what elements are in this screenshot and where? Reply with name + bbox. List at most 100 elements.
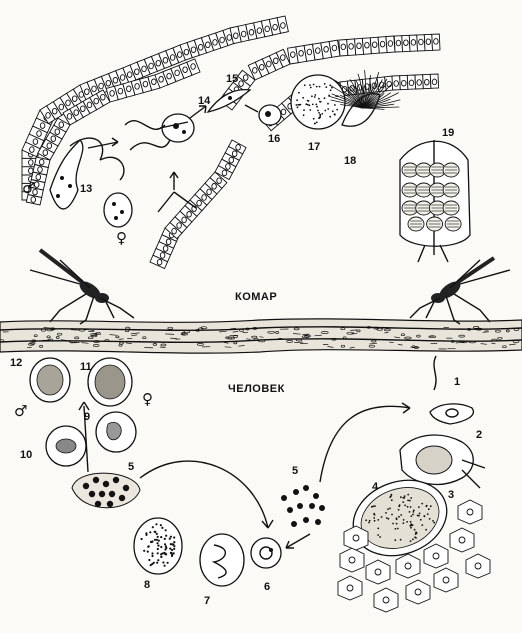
schizont-nucleus (153, 538, 157, 541)
skin-cell (119, 341, 124, 345)
cell-nucleus (225, 163, 231, 170)
skin-cell (55, 336, 60, 339)
sporoblast-dot (302, 96, 305, 99)
stage-number-15: 15 (226, 73, 238, 85)
cell-nucleus (340, 43, 347, 51)
liver-merozoite (373, 517, 376, 519)
skin-cell (93, 340, 100, 343)
sporozoite (349, 79, 363, 109)
cell-nucleus (176, 51, 183, 58)
skin-cell (92, 344, 100, 347)
sporozoite (361, 70, 366, 109)
skin-fibre (170, 337, 178, 339)
hepatocyte-nucleus (458, 536, 466, 544)
cell-nucleus (58, 121, 65, 128)
skin-cell (251, 335, 258, 339)
cell-nucleus (183, 48, 190, 56)
stage-6-ring-form (250, 537, 282, 569)
cell-nucleus (424, 78, 430, 86)
cell-nucleus (159, 252, 166, 259)
cell-nucleus (238, 80, 244, 87)
skin-cell (87, 336, 94, 340)
cell-nucleus (212, 39, 218, 46)
cell-nucleus (93, 97, 99, 105)
schizont-nucleus (151, 562, 154, 566)
hepatocyte-nucleus (346, 584, 354, 592)
liver-merozoite (409, 506, 412, 508)
cell-nucleus (148, 62, 154, 70)
schizont-nucleus (143, 549, 146, 552)
schizont-nucleus (160, 536, 163, 539)
skin-fibre (165, 333, 175, 335)
cell-nucleus (240, 30, 247, 38)
skin-fibre (460, 340, 465, 342)
epithelial-cell (406, 74, 417, 90)
liver-merozoite (398, 505, 401, 508)
liver-merozoite (404, 504, 406, 507)
liver-merozoite (409, 520, 412, 523)
skin-fibre (65, 340, 72, 342)
stage-number-18: 18 (344, 155, 356, 167)
cell-nucleus (248, 29, 255, 36)
cell-nucleus (171, 227, 177, 235)
skin-cell (31, 339, 37, 343)
liver-merozoite (398, 515, 400, 518)
sporozoite-rays (328, 70, 401, 110)
sporoblast-dot (306, 103, 309, 106)
merozoite (108, 490, 116, 498)
skin-cell (384, 328, 391, 332)
epithelial-cell (276, 15, 289, 34)
cell-nucleus (235, 144, 241, 151)
schizont-nucleus (165, 553, 168, 556)
cell-nucleus (30, 196, 37, 203)
liver-merozoite (374, 505, 376, 507)
skin-cell (301, 335, 310, 339)
cell-nucleus (65, 99, 71, 107)
stage-number-16: 16 (268, 133, 280, 145)
epithelial-cell (227, 139, 247, 155)
cell-nucleus (66, 113, 73, 120)
sporoblast-dot (303, 84, 306, 87)
liver-merozoite (406, 505, 409, 508)
skin-cell (39, 345, 44, 348)
liver-merozoite (429, 505, 432, 508)
cell-nucleus (197, 44, 204, 51)
stage-5-merozoites-liver (281, 485, 325, 527)
liver-merozoite (373, 519, 376, 522)
schizont-nucleus (162, 561, 165, 564)
liver-merozoite (385, 517, 388, 519)
sporoblast-dot (319, 100, 322, 103)
liver-merozoite (433, 521, 436, 524)
skin-cell (458, 334, 465, 338)
liver-merozoite (419, 518, 422, 521)
sporoblast-dot (315, 85, 318, 88)
cell-nucleus (264, 25, 270, 33)
skin-cell (267, 330, 276, 334)
liver-merozoite (372, 505, 375, 508)
cell-nucleus (73, 109, 79, 116)
schizont-nucleus (150, 540, 153, 544)
sporoblast-dot (323, 83, 326, 85)
cell-nucleus (117, 87, 124, 95)
skin-cell (368, 344, 376, 348)
liver-merozoite (426, 513, 429, 515)
stage-10-gametocyte-rbc (45, 425, 87, 467)
hepatocyte-nucleus (382, 596, 390, 604)
cell-nucleus (181, 216, 187, 224)
stage-1-sporozoite-entry (433, 355, 437, 391)
stage-number-13: 13 (80, 183, 92, 195)
skin-fibre (509, 343, 516, 346)
cell-nucleus (233, 32, 239, 39)
cell-nucleus (356, 42, 362, 50)
cell-nucleus (51, 107, 58, 115)
liver-merozoite (380, 516, 383, 518)
skin-cell (466, 327, 472, 331)
merozoite (281, 495, 287, 501)
liver-merozoite (390, 499, 393, 502)
cell-nucleus (190, 63, 196, 70)
epithelial-cell (209, 171, 228, 189)
mosquito-left (29, 248, 135, 325)
sporoblast-dot (309, 109, 312, 111)
liver-merozoite (410, 526, 412, 529)
